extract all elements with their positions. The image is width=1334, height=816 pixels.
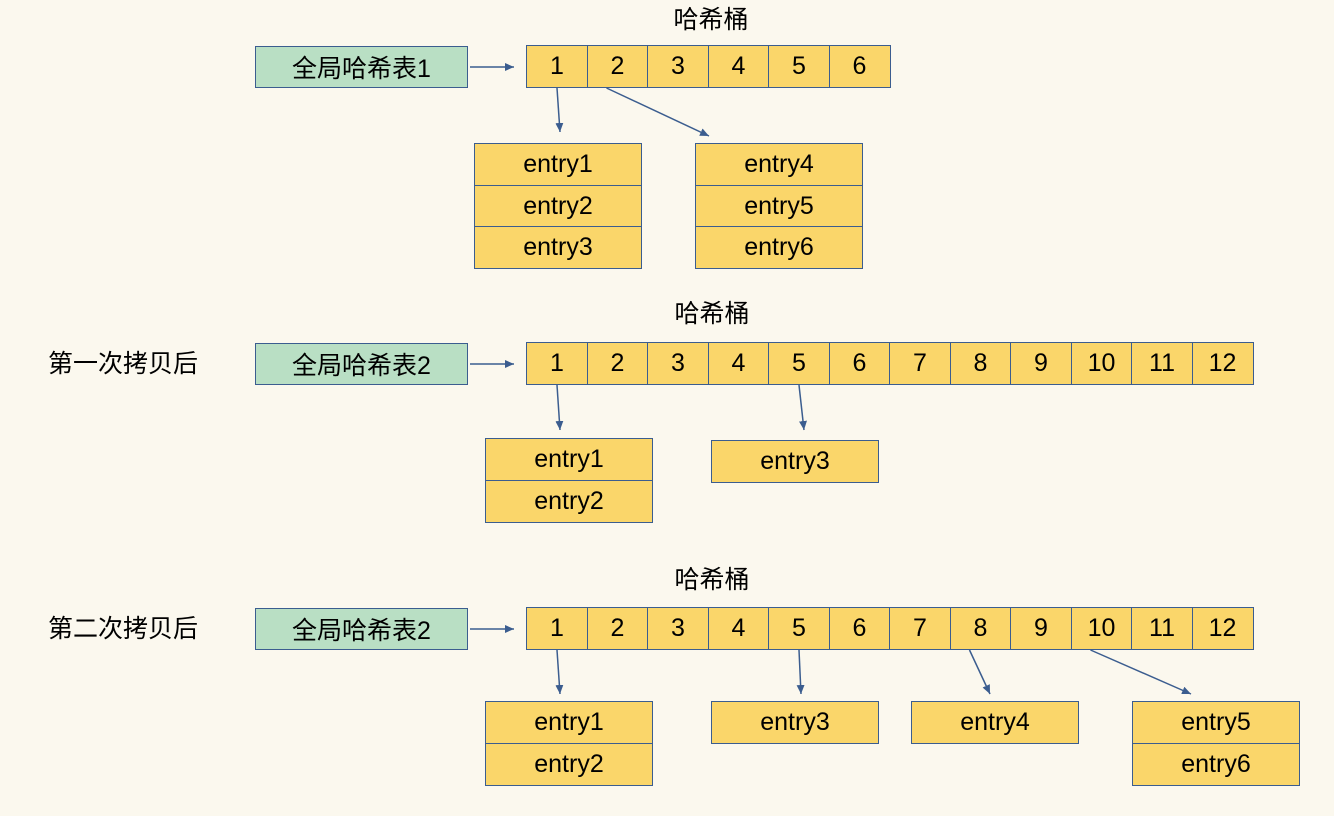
- bucket-cell: 3: [647, 342, 709, 385]
- step-label: 第一次拷贝后: [48, 350, 199, 378]
- bucket-cell: 9: [1010, 342, 1072, 385]
- bucket-title: 哈希桶: [674, 566, 750, 594]
- entry-cell: entry3: [711, 440, 879, 483]
- bucket-cell: 1: [526, 342, 588, 385]
- entry-cell: entry5: [1132, 701, 1300, 744]
- bucket-title: 哈希桶: [673, 6, 749, 34]
- entry-cell: entry4: [695, 143, 863, 186]
- bucket-cell: 4: [707, 45, 770, 88]
- entry-chain: entry4: [911, 701, 1079, 744]
- entry-cell: entry4: [911, 701, 1079, 744]
- bucket-cell: 7: [889, 342, 951, 385]
- bucket-cell: 5: [768, 45, 830, 88]
- entry-cell: entry6: [1132, 742, 1300, 786]
- bucket-title: 哈希桶: [674, 300, 750, 328]
- entry-cell: entry2: [485, 742, 653, 786]
- entry-cell: entry1: [485, 701, 653, 744]
- bucket-cell: 10: [1070, 607, 1133, 650]
- entry-cell: entry2: [474, 184, 642, 228]
- entry-cell: entry3: [474, 226, 642, 269]
- bucket-cell: 1: [526, 607, 588, 650]
- entry-cell: entry5: [695, 184, 863, 228]
- entry-cell: entry1: [474, 143, 642, 186]
- bucket-cell: 8: [949, 607, 1012, 650]
- bucket-cell: 8: [949, 342, 1012, 385]
- global-hash-table: 全局哈希表1: [255, 46, 468, 88]
- entry-cell: entry1: [485, 438, 653, 481]
- bucket-cell: 3: [647, 607, 709, 650]
- bucket-cell: 5: [768, 607, 830, 650]
- bucket-cell: 11: [1131, 342, 1193, 385]
- bucket-cell: 4: [707, 342, 770, 385]
- bucket-cell: 10: [1070, 342, 1133, 385]
- bucket-cell: 9: [1010, 607, 1072, 650]
- bucket-cell: 5: [768, 342, 830, 385]
- bucket-cell: 2: [586, 342, 649, 385]
- entry-chain: entry3: [711, 701, 879, 744]
- bucket-cell: 2: [586, 607, 649, 650]
- bucket-cell: 7: [889, 607, 951, 650]
- global-hash-table: 全局哈希表2: [255, 608, 468, 650]
- bucket-cell: 12: [1191, 607, 1254, 650]
- bucket-cell: 4: [707, 607, 770, 650]
- global-hash-table: 全局哈希表2: [255, 343, 468, 385]
- bucket-cell: 6: [828, 607, 891, 650]
- step-label: 第二次拷贝后: [48, 615, 199, 643]
- bucket-cell: 3: [647, 45, 709, 88]
- entry-cell: entry2: [485, 479, 653, 523]
- bucket-cell: 1: [526, 45, 588, 88]
- bucket-cell: 11: [1131, 607, 1193, 650]
- bucket-cell: 2: [586, 45, 649, 88]
- bucket-cell: 6: [828, 45, 891, 88]
- entry-cell: entry6: [695, 226, 863, 269]
- entry-chain: entry3: [711, 440, 879, 483]
- bucket-cell: 6: [828, 342, 891, 385]
- entry-cell: entry3: [711, 701, 879, 744]
- bucket-cell: 12: [1191, 342, 1254, 385]
